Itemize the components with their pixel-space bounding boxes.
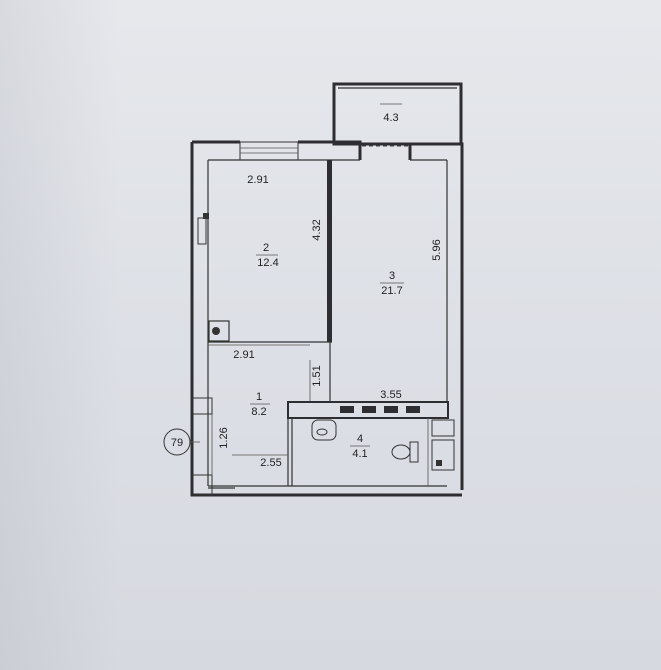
toilet-tank-icon [409, 441, 419, 463]
washer-knob-icon [436, 460, 442, 466]
dim-room2-height: 4.32 [311, 219, 323, 240]
stove-icon [431, 419, 455, 437]
entry-door-jamb [191, 474, 213, 496]
vent-block [340, 406, 354, 413]
radiator-icon [197, 217, 207, 245]
interior-walls [208, 160, 449, 486]
vent-blocks [340, 406, 420, 413]
paper-shadow [0, 0, 120, 670]
dim-room3-height: 5.96 [431, 239, 443, 260]
dim-room3-width: 3.55 [380, 389, 401, 401]
dim-room1-height: 1.51 [311, 365, 323, 386]
room-2: 2 12.4 [256, 242, 279, 269]
dim-bath-width: 2.55 [260, 457, 281, 469]
room-1: 1 8.2 [250, 391, 270, 418]
vent-block [362, 406, 376, 413]
room-4: 4 4.1 [350, 433, 370, 460]
riser-icon [203, 213, 209, 219]
room-area: 8.2 [251, 406, 266, 418]
toilet-bowl-icon [391, 444, 411, 460]
window-frame [239, 141, 299, 161]
dim-room2-bottom: 2.91 [233, 349, 254, 361]
wall-top-mid [298, 140, 362, 160]
apartment-number: 79 [171, 437, 183, 449]
dimensions: 2.91 2.91 4.32 5.96 3.55 1.51 1.26 2.55 [218, 174, 443, 469]
room-area: 21.7 [381, 285, 402, 297]
dim-entry-height: 1.26 [218, 427, 230, 448]
balcony: 4.3 [332, 82, 463, 146]
dim-room2-top: 2.91 [247, 174, 268, 186]
boiler-burner-icon [212, 327, 220, 335]
apartment-marker: 79 [163, 428, 200, 456]
entry-door-jamb [191, 397, 213, 415]
vent-block [384, 406, 398, 413]
boiler-icon [208, 320, 230, 342]
balcony-area-label: 4.3 [383, 112, 398, 124]
room-area: 4.1 [352, 448, 367, 460]
room-area: 12.4 [257, 257, 278, 269]
room-number: 1 [256, 391, 262, 403]
room-number: 3 [389, 270, 395, 282]
balcony-outline [332, 82, 463, 146]
bathroom-wall-top [287, 401, 449, 419]
fixtures [191, 213, 455, 496]
room-number: 4 [357, 433, 363, 445]
vent-block [406, 406, 420, 413]
room-number: 2 [263, 242, 269, 254]
window-room2 [239, 141, 299, 161]
partition-room2-room3 [327, 160, 332, 342]
sink-icon [311, 419, 337, 441]
room-3: 3 21.7 [380, 270, 404, 297]
sink-bowl-icon [316, 428, 328, 436]
washer-icon [431, 439, 455, 471]
wall-right [408, 142, 464, 490]
